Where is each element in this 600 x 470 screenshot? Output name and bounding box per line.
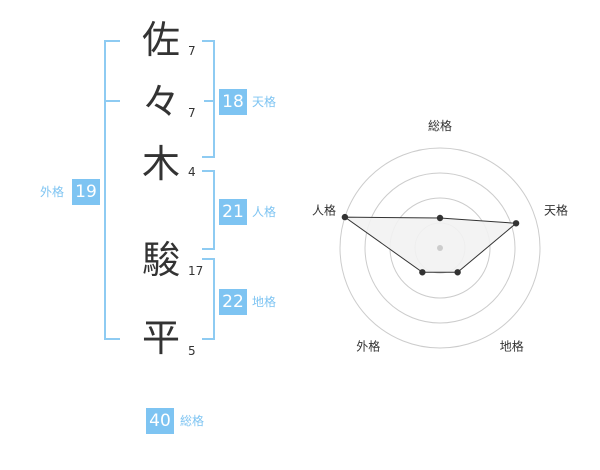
jinkaku-bracket	[202, 170, 215, 250]
stroke-count-2: 7	[188, 106, 196, 120]
radar-point-1	[436, 214, 444, 222]
radar-ring-3	[364, 172, 516, 324]
radar-data-area	[343, 216, 518, 273]
jinkaku-badge: 21	[219, 199, 247, 225]
gaikaku-label: 外格	[40, 185, 65, 199]
name-char-1: 佐	[141, 18, 180, 62]
radar-center-dot	[437, 245, 443, 251]
soukaku-badge: 40	[146, 408, 174, 434]
radar-axis-label-5: 人格	[312, 202, 336, 217]
radar-ring-4	[339, 147, 541, 349]
radar-data-points	[341, 213, 520, 276]
tenkaku-bracket-tick	[204, 100, 215, 102]
chikaku-label: 地格	[252, 295, 277, 309]
gaikaku-badge: 19	[72, 179, 100, 205]
chikaku-bracket	[202, 258, 215, 340]
radar-point-4	[419, 269, 426, 276]
stroke-count-5: 5	[188, 344, 196, 358]
name-char-4: 駿	[141, 238, 180, 282]
radar-point-2	[512, 220, 520, 227]
radar-point-5	[341, 213, 349, 221]
radar-axis-label-3: 地格	[500, 339, 524, 354]
tenkaku-bracket	[202, 40, 215, 158]
gaikaku-bracket	[104, 40, 120, 340]
radar-axis-label-1: 総格	[428, 118, 452, 133]
radar-grid	[339, 147, 541, 349]
stroke-count-3: 4	[188, 165, 196, 179]
name-char-3: 木	[141, 142, 180, 186]
radar-axis-label-2: 天格	[544, 202, 568, 217]
chikaku-badge: 22	[219, 289, 247, 315]
gaikaku-bracket-tick	[104, 100, 120, 102]
radar-point-3	[454, 269, 461, 276]
tenkaku-label: 天格	[252, 95, 277, 109]
name-char-5: 平	[141, 316, 180, 360]
stroke-count-1: 7	[188, 44, 196, 58]
name-char-2: 々	[141, 80, 180, 124]
soukaku-label: 総格	[180, 414, 205, 428]
radar-axis-label-4: 外格	[356, 339, 380, 354]
jinkaku-label: 人格	[252, 205, 277, 219]
stroke-count-4: 17	[188, 264, 204, 278]
tenkaku-badge: 18	[219, 89, 247, 115]
